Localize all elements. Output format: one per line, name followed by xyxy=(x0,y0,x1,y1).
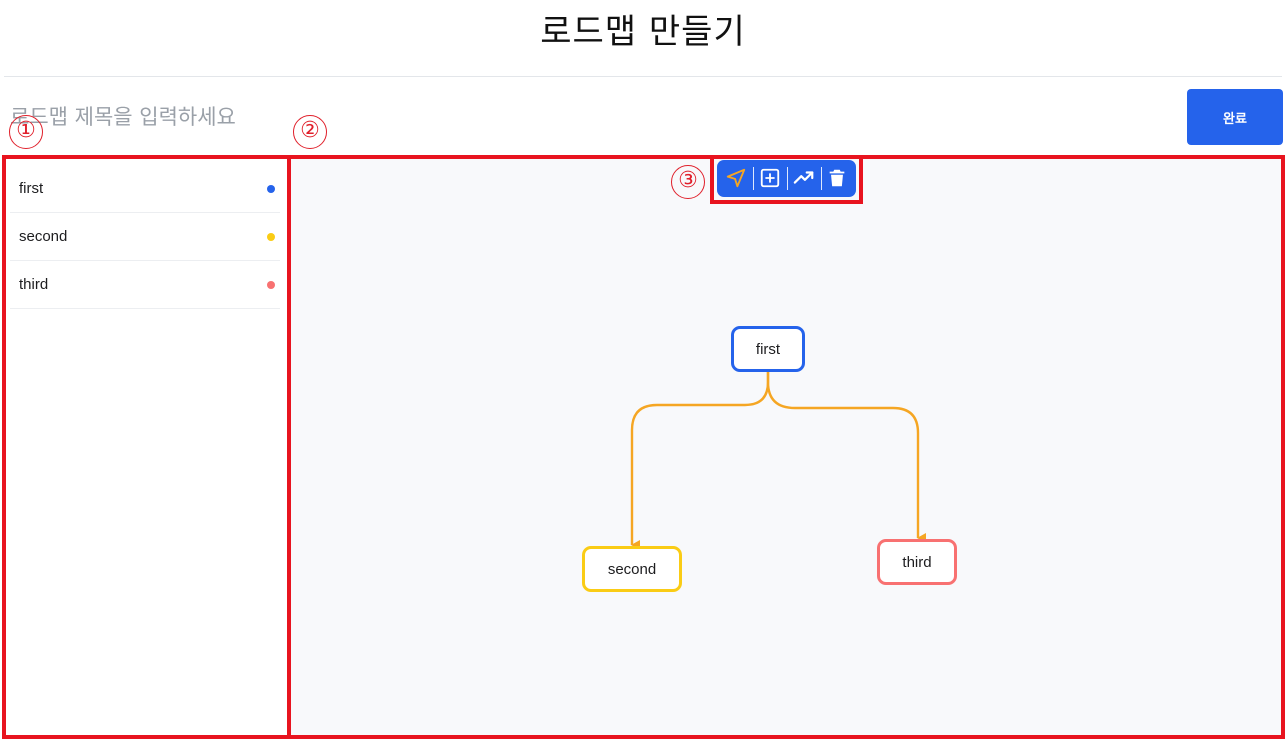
node-list-sidebar: first second third xyxy=(4,157,288,737)
sidebar-item-label: first xyxy=(19,180,44,197)
roadmap-canvas[interactable] xyxy=(291,157,1284,737)
node-second[interactable]: second xyxy=(582,546,682,592)
annotation-box-toolbar xyxy=(710,155,863,204)
sidebar-item-first[interactable]: first xyxy=(10,165,280,213)
add-node-icon xyxy=(760,168,780,188)
node-label: third xyxy=(902,553,932,571)
color-dot-icon xyxy=(267,233,275,241)
trash-icon xyxy=(829,169,845,187)
node-label: first xyxy=(755,340,781,358)
edge-first-second[interactable] xyxy=(630,372,770,550)
sidebar-item-second[interactable]: second xyxy=(10,213,280,261)
callout-3: ③ xyxy=(671,165,705,199)
title-divider xyxy=(4,76,1282,77)
callout-2: ② xyxy=(293,115,327,149)
sidebar-item-label: third xyxy=(19,276,49,293)
roadmap-title-input[interactable] xyxy=(4,96,1164,138)
page-title: 로드맵 만들기 xyxy=(540,12,746,52)
annotation-box-sidebar xyxy=(2,155,291,739)
connect-edge-button[interactable] xyxy=(789,163,819,193)
sidebar-item-label: second xyxy=(19,228,68,245)
toolbar-divider xyxy=(753,167,754,190)
navigation-arrow-icon xyxy=(726,168,746,188)
select-tool-button[interactable] xyxy=(721,163,751,193)
callout-1: ① xyxy=(9,115,43,149)
done-button[interactable]: 완료 xyxy=(1187,89,1283,145)
node-third[interactable]: third xyxy=(877,539,957,585)
canvas-toolbar xyxy=(717,160,856,197)
toolbar-divider xyxy=(787,167,788,190)
connect-edge-icon xyxy=(793,171,814,184)
edge-first-third[interactable] xyxy=(766,372,926,543)
add-node-button[interactable] xyxy=(755,163,785,193)
annotation-box-canvas xyxy=(287,155,1285,739)
color-dot-icon xyxy=(267,185,275,193)
delete-button[interactable] xyxy=(822,163,852,193)
sidebar-item-third[interactable]: third xyxy=(10,261,280,309)
color-dot-icon xyxy=(267,281,275,289)
toolbar-divider xyxy=(821,167,822,190)
node-first[interactable]: first xyxy=(731,326,805,372)
node-label: second xyxy=(607,560,657,578)
